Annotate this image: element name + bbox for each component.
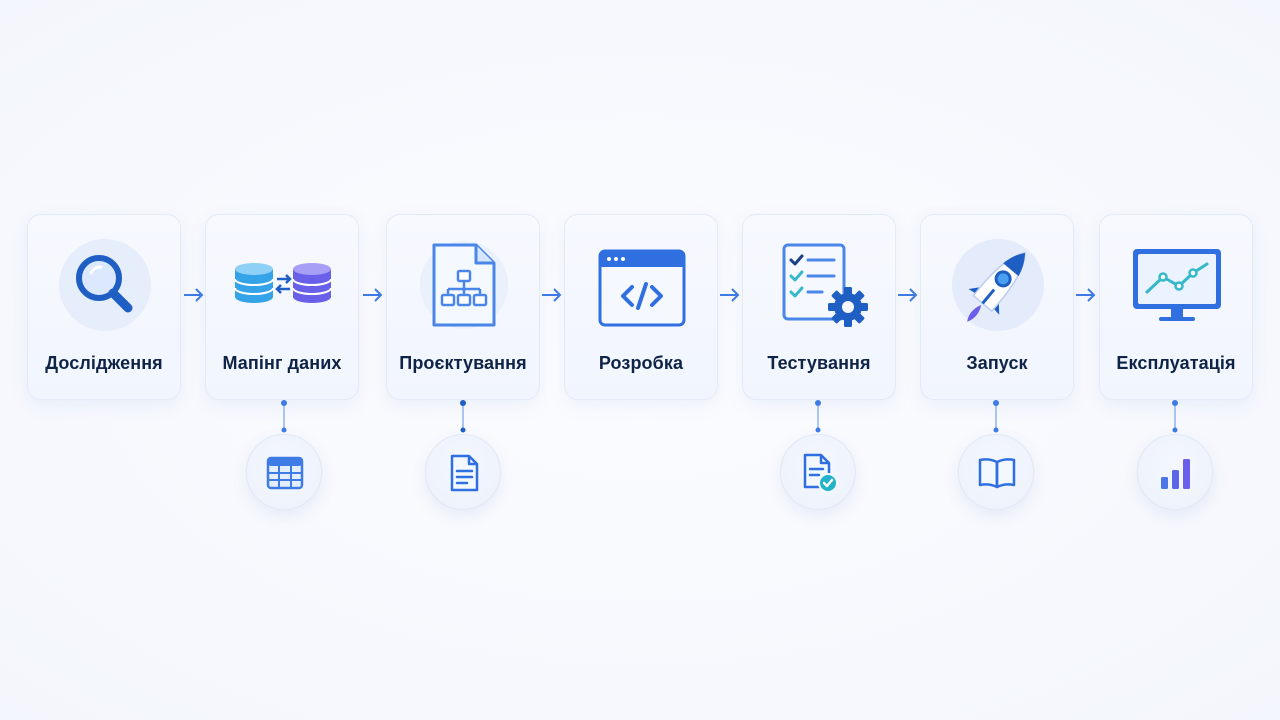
flow-arrow-icon — [1075, 286, 1097, 304]
step-label: Проєктування — [399, 353, 527, 373]
bar-chart-icon — [1161, 459, 1190, 489]
sub-artifact-table[interactable] — [246, 434, 322, 510]
step-card-design[interactable]: Проєктування — [386, 214, 540, 400]
step-card-launch[interactable]: Запуск — [920, 214, 1074, 400]
step-label: Експлуатація — [1116, 353, 1236, 373]
step-label: Мапінг даних — [222, 353, 342, 373]
step-label: Запуск — [966, 353, 1028, 373]
step-card-research[interactable]: Дослідження — [27, 214, 181, 400]
sub-artifact-test-report[interactable] — [780, 434, 856, 510]
table-icon — [266, 456, 304, 490]
sub-artifact-analytics[interactable] — [1137, 434, 1213, 510]
document-diagram-icon — [414, 235, 514, 335]
connector-line — [1170, 398, 1180, 434]
monitor-chart-icon — [1127, 235, 1227, 335]
database-sync-icon — [233, 235, 333, 335]
step-card-development[interactable]: Розробка — [564, 214, 718, 400]
checklist-gear-icon — [770, 235, 870, 335]
search-icon — [55, 235, 155, 335]
rocket-icon — [948, 235, 1048, 335]
connector-line — [458, 398, 468, 434]
sub-artifact-document[interactable] — [425, 434, 501, 510]
step-card-data-mapping[interactable]: Мапінг даних — [205, 214, 359, 400]
step-card-testing[interactable]: Тестування — [742, 214, 896, 400]
code-window-icon — [592, 235, 692, 335]
step-label: Дослідження — [45, 353, 163, 373]
flow-arrow-icon — [719, 286, 741, 304]
book-icon — [978, 458, 1016, 489]
connector-line — [279, 398, 289, 434]
connector-line — [991, 398, 1001, 434]
step-label: Розробка — [598, 353, 684, 373]
flow-arrow-icon — [362, 286, 384, 304]
sub-artifact-guide[interactable] — [958, 434, 1034, 510]
step-label: Тестування — [767, 353, 871, 373]
flow-arrow-icon — [183, 286, 205, 304]
document-icon — [450, 454, 479, 492]
connector-line — [813, 398, 823, 434]
document-check-icon — [803, 453, 838, 493]
step-card-operation[interactable]: Експлуатація — [1099, 214, 1253, 400]
flow-arrow-icon — [897, 286, 919, 304]
flow-arrow-icon — [541, 286, 563, 304]
